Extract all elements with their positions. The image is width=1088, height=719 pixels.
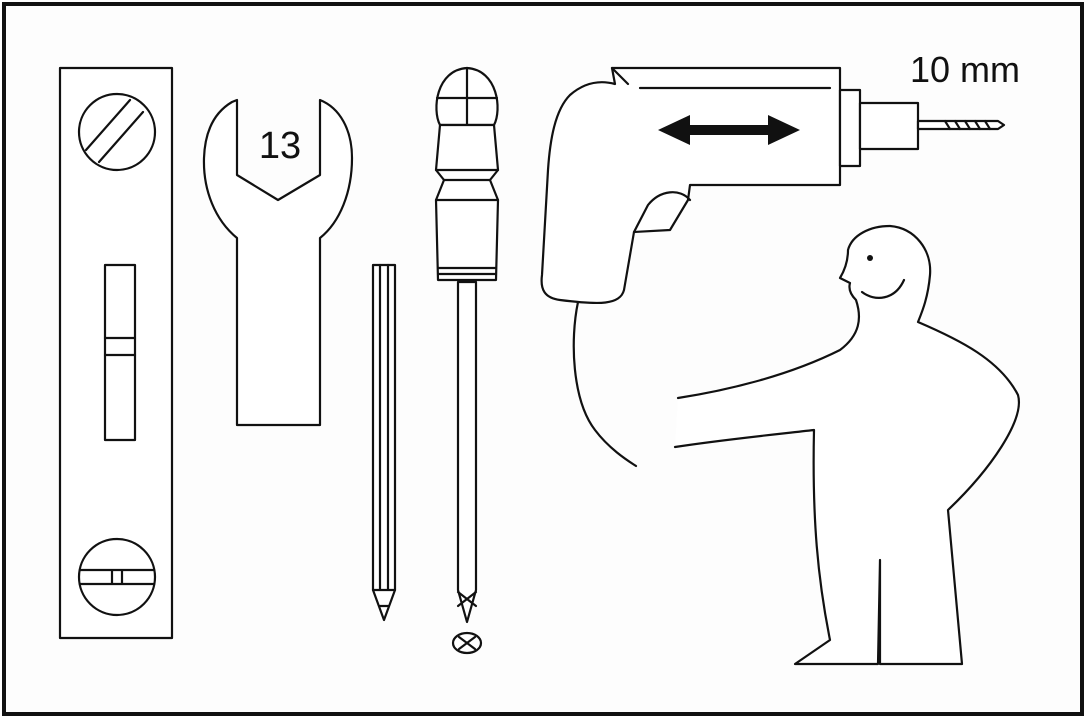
double-arrow-icon: [658, 115, 800, 145]
wrench-icon: 13: [202, 98, 354, 427]
drill-cord: [572, 300, 638, 468]
pencil-icon: [371, 263, 397, 622]
screwdriver-icon: [434, 66, 500, 655]
spirit-level-icon: [58, 66, 174, 640]
wrench-size-label: 13: [259, 125, 301, 167]
person-eye: [867, 255, 873, 261]
drill-bit-size-label: 10 mm: [910, 49, 1020, 90]
drill-icon: 10 mm: [540, 49, 1020, 468]
person-figure-icon: [673, 224, 1020, 666]
